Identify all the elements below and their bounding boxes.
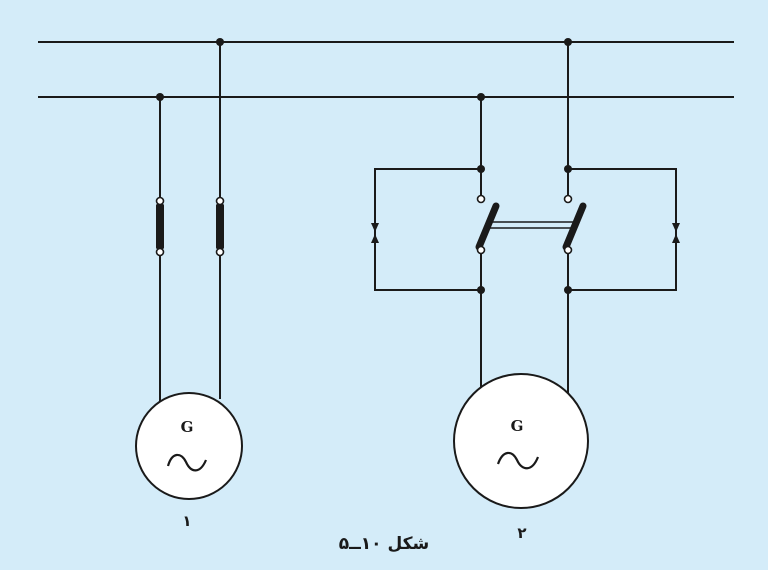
- fuse-icon: [215, 196, 225, 257]
- bypass-loop-right: [568, 168, 677, 291]
- generator-2-label: G: [511, 417, 524, 435]
- generator-2-branch: G ۲: [371, 38, 680, 542]
- generator-2-number: ۲: [517, 524, 526, 542]
- generator-2-circle: [453, 373, 589, 509]
- figure-caption: شکل ۱۰ــ۵: [339, 534, 429, 554]
- ac-wave-icon: [166, 453, 208, 472]
- generator-1-circle: [135, 392, 243, 500]
- generator-1-number: ۱: [182, 512, 191, 530]
- bypass-loop-left: [374, 168, 481, 291]
- contact-arrow-icon: [672, 223, 680, 243]
- ac-wave-icon: [496, 451, 540, 470]
- generator-1-label: G: [181, 418, 194, 436]
- contact-arrow-icon: [371, 223, 379, 243]
- ganged-switch-icon: [475, 194, 587, 255]
- generator-1-branch: G ۱: [135, 38, 243, 530]
- junction-dot: [564, 286, 572, 294]
- fuse-icon: [155, 196, 165, 257]
- junction-dot: [477, 286, 485, 294]
